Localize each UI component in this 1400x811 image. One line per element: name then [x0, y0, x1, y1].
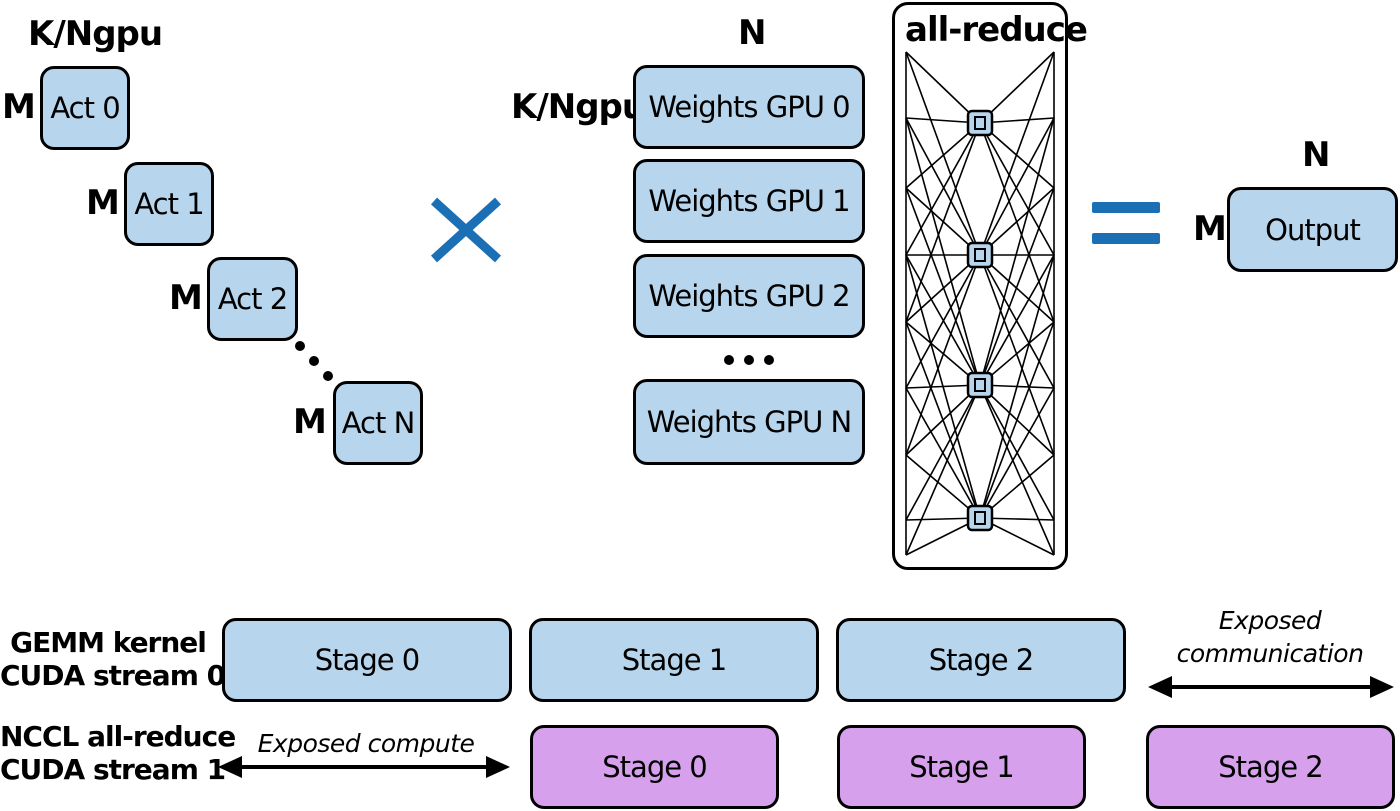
nccl-stream-label: NCCL all-reduce CUDA stream 1: [0, 720, 236, 786]
n-weights-label: N: [738, 13, 766, 53]
mesh-link: [905, 187, 981, 256]
mesh-link: [905, 51, 981, 124]
gemm-stage-0: Stage 0: [222, 618, 512, 702]
all-reduce-panel: [892, 2, 1068, 570]
mesh-link: [979, 254, 1055, 519]
mesh-link: [979, 51, 1055, 256]
m-label-act-2: M: [169, 278, 203, 318]
weights-gpu-2-block: Weights GPU 2: [633, 254, 865, 338]
ellipsis-dot: [744, 355, 754, 365]
gpu-chip-icon: [966, 241, 994, 269]
mesh-link: [905, 122, 981, 256]
mesh-link: [905, 117, 981, 386]
m-output-label: M: [1193, 209, 1227, 249]
gpu-chip-icon: [966, 109, 994, 137]
mesh-link: [905, 254, 981, 519]
k-ngpu-weights-label: K/Ngpu: [511, 87, 646, 127]
mesh-link: [905, 387, 981, 519]
nccl-stage-2: Stage 2: [1146, 725, 1395, 809]
weights-gpu-1-block: Weights GPU 1: [633, 159, 865, 243]
act-0-block: Act 0: [40, 66, 130, 150]
mesh-link: [905, 117, 981, 256]
ellipsis-dot: [295, 341, 305, 351]
mesh-link: [979, 384, 1055, 556]
all-reduce-title: all-reduce: [905, 10, 1088, 50]
mesh-link: [979, 122, 1055, 256]
m-label-act-1: M: [86, 183, 120, 223]
k-ngpu-activation-label: K/Ngpu: [28, 14, 163, 54]
ellipsis-dot: [764, 355, 774, 365]
weights-gpu-0-block: Weights GPU 0: [633, 65, 865, 149]
nccl-stage-1: Stage 1: [837, 725, 1086, 809]
ellipsis-dot: [724, 355, 734, 365]
mesh-link: [979, 51, 1055, 124]
weights-gpu-n-block: Weights GPU N: [633, 379, 865, 465]
nccl-stage-0: Stage 0: [530, 725, 779, 809]
mesh-link: [979, 254, 1055, 386]
output-block: Output: [1227, 187, 1398, 272]
mesh-link: [905, 51, 981, 256]
n-output-label: N: [1302, 135, 1330, 175]
mesh-link: [979, 387, 1055, 519]
ellipsis-dot: [309, 356, 319, 366]
exposed-compute-arrow: [218, 756, 510, 778]
mesh-link: [979, 187, 1055, 256]
equals-icon: [1092, 202, 1160, 244]
mesh-link: [905, 384, 981, 556]
m-label-act-n: M: [293, 402, 327, 442]
gemm-stage-2: Stage 2: [836, 618, 1126, 702]
gpu-chip-icon: [966, 371, 994, 399]
mesh-link: [979, 254, 1055, 456]
exposed-communication-arrow: [1148, 676, 1394, 698]
mesh-link: [905, 321, 981, 519]
act-1-block: Act 1: [124, 162, 214, 246]
m-label-act-0: M: [2, 87, 36, 127]
mesh-link: [905, 187, 981, 386]
gpu-chip-icon: [966, 504, 994, 532]
mesh-link: [979, 117, 1055, 256]
gemm-stream-label: GEMM kernel CUDA stream 0: [0, 626, 226, 692]
gemm-stage-1: Stage 1: [529, 618, 819, 702]
mesh-link: [979, 187, 1055, 386]
act-2-block: Act 2: [207, 257, 298, 341]
multiply-icon: [430, 197, 502, 263]
mesh-link: [905, 254, 981, 456]
mesh-link: [979, 321, 1055, 519]
mesh-link: [905, 254, 981, 386]
exposed-compute-label: Exposed compute: [257, 729, 475, 758]
act-n-block: Act N: [333, 381, 423, 465]
ellipsis-dot: [323, 371, 333, 381]
mesh-link: [979, 117, 1055, 386]
exposed-communication-label: Exposed communication: [1176, 606, 1364, 668]
